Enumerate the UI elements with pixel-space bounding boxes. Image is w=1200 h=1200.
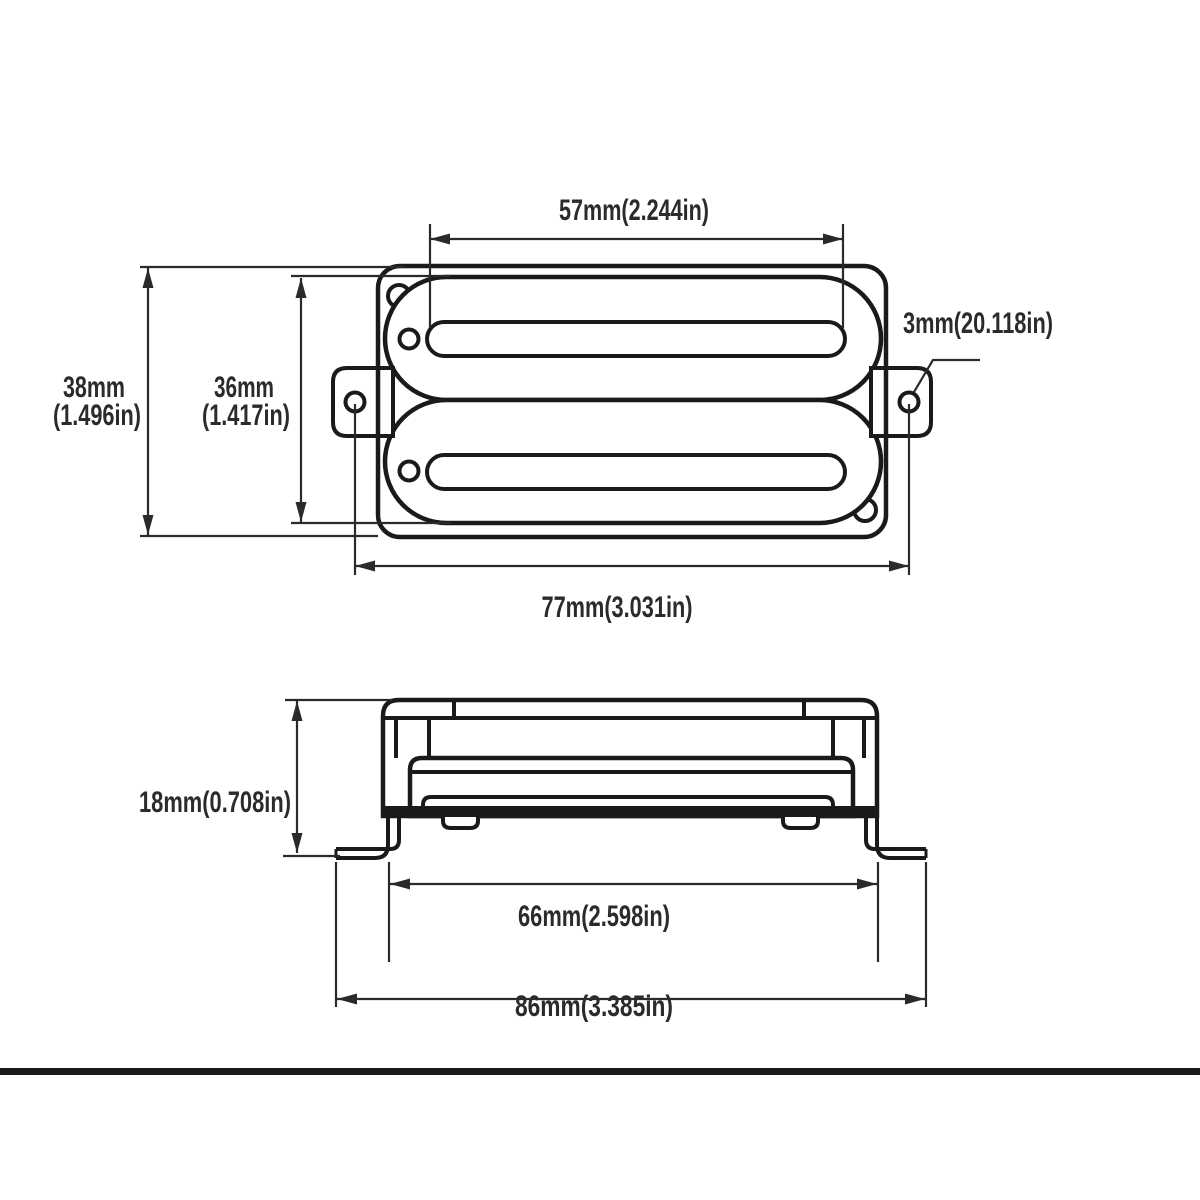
dim-36mm-label-mm: 36mm: [214, 371, 274, 404]
dim-18mm: 18mm(0.708in): [139, 698, 392, 858]
side-view: 18mm(0.708in) 66mm(2.598in) 86mm(3.385in…: [139, 697, 928, 1023]
bobbin-screw-hole-bottom: [397, 459, 421, 483]
dim-36mm: 36mm (1.417in): [202, 274, 450, 525]
dim-18mm-label: 18mm(0.708in): [139, 786, 291, 819]
dim-77mm-label: 77mm(3.031in): [542, 591, 693, 624]
dim-38mm: 38mm (1.496in): [53, 265, 405, 538]
dim-38mm-label-in: (1.496in): [53, 399, 141, 432]
blade-rail-top: [425, 320, 847, 358]
foot-pad-right: [781, 817, 820, 830]
mounting-leg-left: [334, 817, 401, 860]
separator-line: [0, 1068, 1200, 1075]
dim-66mm: 66mm(2.598in): [387, 862, 880, 962]
mounting-leg-right: [864, 817, 928, 860]
dim-66mm-label: 66mm(2.598in): [518, 900, 670, 933]
dim-86mm-label: 86mm(3.385in): [515, 990, 673, 1023]
bobbin-screw-hole-top: [397, 327, 421, 351]
dim-38mm-label-mm: 38mm: [63, 371, 125, 404]
dim-57mm-label: 57mm(2.244in): [559, 194, 709, 227]
dim-3mm-label: 3mm(20.118in): [903, 307, 1053, 340]
dim-77mm: 77mm(3.031in): [353, 404, 911, 624]
top-view: 57mm(2.244in) 38mm (1.496in) 36mm (1.417…: [53, 194, 1053, 624]
baseplate-side-bar: [382, 806, 878, 817]
dim-86mm: 86mm(3.385in): [334, 862, 928, 1023]
dim-3mm-leader: 3mm(20.118in): [903, 307, 1053, 393]
dim-36mm-label-in: (1.417in): [202, 399, 290, 432]
foot-pad-left: [441, 817, 480, 830]
blade-rail-bottom: [425, 453, 847, 491]
